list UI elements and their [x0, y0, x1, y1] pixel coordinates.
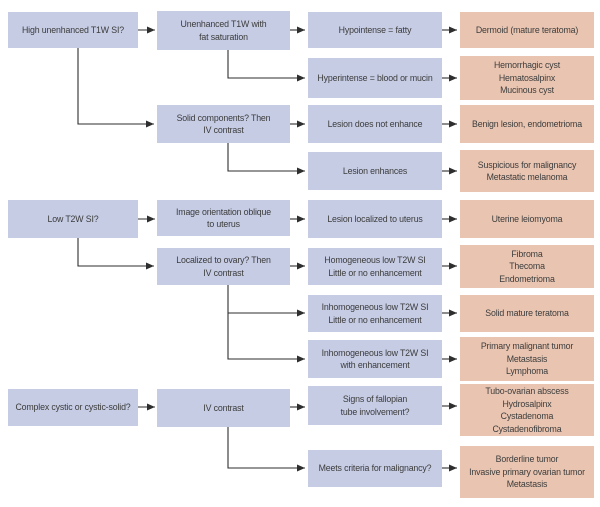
node-finding-hypointense-fatty: Hypointense = fatty	[308, 12, 442, 48]
node-question-complex-cystic: Complex cystic or cystic-solid?	[8, 389, 138, 426]
node-result-dermoid: Dermoid (mature teratoma)	[460, 12, 594, 48]
node-step-solid-components-iv: Solid components? Then IV contrast	[157, 105, 290, 143]
node-result-suspicious-malignancy: Suspicious for malignancy Metastatic mel…	[460, 150, 594, 192]
node-finding-fallopian-tube: Signs of fallopian tube involvement?	[308, 386, 442, 425]
node-result-primary-malignant: Primary malignant tumor Metastasis Lymph…	[460, 337, 594, 381]
node-step-iv-contrast: IV contrast	[157, 389, 290, 427]
node-result-borderline-tumor: Borderline tumor Invasive primary ovaria…	[460, 446, 594, 498]
connector-q2-step2	[77, 238, 154, 270]
node-question-low-t2w-si: Low T2W SI?	[8, 200, 138, 238]
node-finding-no-enhancement: Lesion does not enhance	[308, 105, 442, 143]
node-result-uterine-leiomyoma: Uterine leiomyoma	[460, 200, 594, 238]
connector-q1-step2	[77, 48, 154, 128]
node-finding-inhomogeneous-no-enh: Inhomogeneous low T2W SI Little or no en…	[308, 295, 442, 332]
node-finding-inhomogeneous-enh: Inhomogeneous low T2W SI with enhancemen…	[308, 340, 442, 378]
node-result-benign-endometrioma: Benign lesion, endometrioma	[460, 105, 594, 143]
node-step-t1w-fat-saturation: Unenhanced T1W with fat saturation	[157, 11, 290, 50]
connector-step1-find10	[227, 427, 305, 472]
node-finding-localized-uterus: Lesion localized to uterus	[308, 200, 442, 238]
node-finding-lesion-enhances: Lesion enhances	[308, 152, 442, 190]
node-result-tubo-ovarian-abscess: Tubo-ovarian abscess Hydrosalpinx Cystad…	[460, 384, 594, 436]
connector-step2-find8	[227, 285, 305, 363]
node-finding-criteria-malignancy: Meets criteria for malignancy?	[308, 450, 442, 487]
node-question-high-t1w-si: High unenhanced T1W SI?	[8, 12, 138, 48]
connector-step1-find2	[227, 50, 305, 82]
node-result-fibroma-thecoma: Fibroma Thecoma Endometrioma	[460, 245, 594, 288]
node-step-localized-ovary-iv: Localized to ovary? Then IV contrast	[157, 248, 290, 285]
connector-step2-find4	[227, 143, 305, 175]
node-finding-homogeneous-low-t2w: Homogeneous low T2W SI Little or no enha…	[308, 248, 442, 285]
node-result-hemorrhagic-cyst: Hemorrhagic cyst Hematosalpinx Mucinous …	[460, 56, 594, 100]
node-step-oblique-to-uterus: Image orientation oblique to uterus	[157, 200, 290, 236]
node-result-solid-mature-teratoma: Solid mature teratoma	[460, 295, 594, 332]
node-finding-hyperintense-blood: Hyperintense = blood or mucin	[308, 58, 442, 98]
